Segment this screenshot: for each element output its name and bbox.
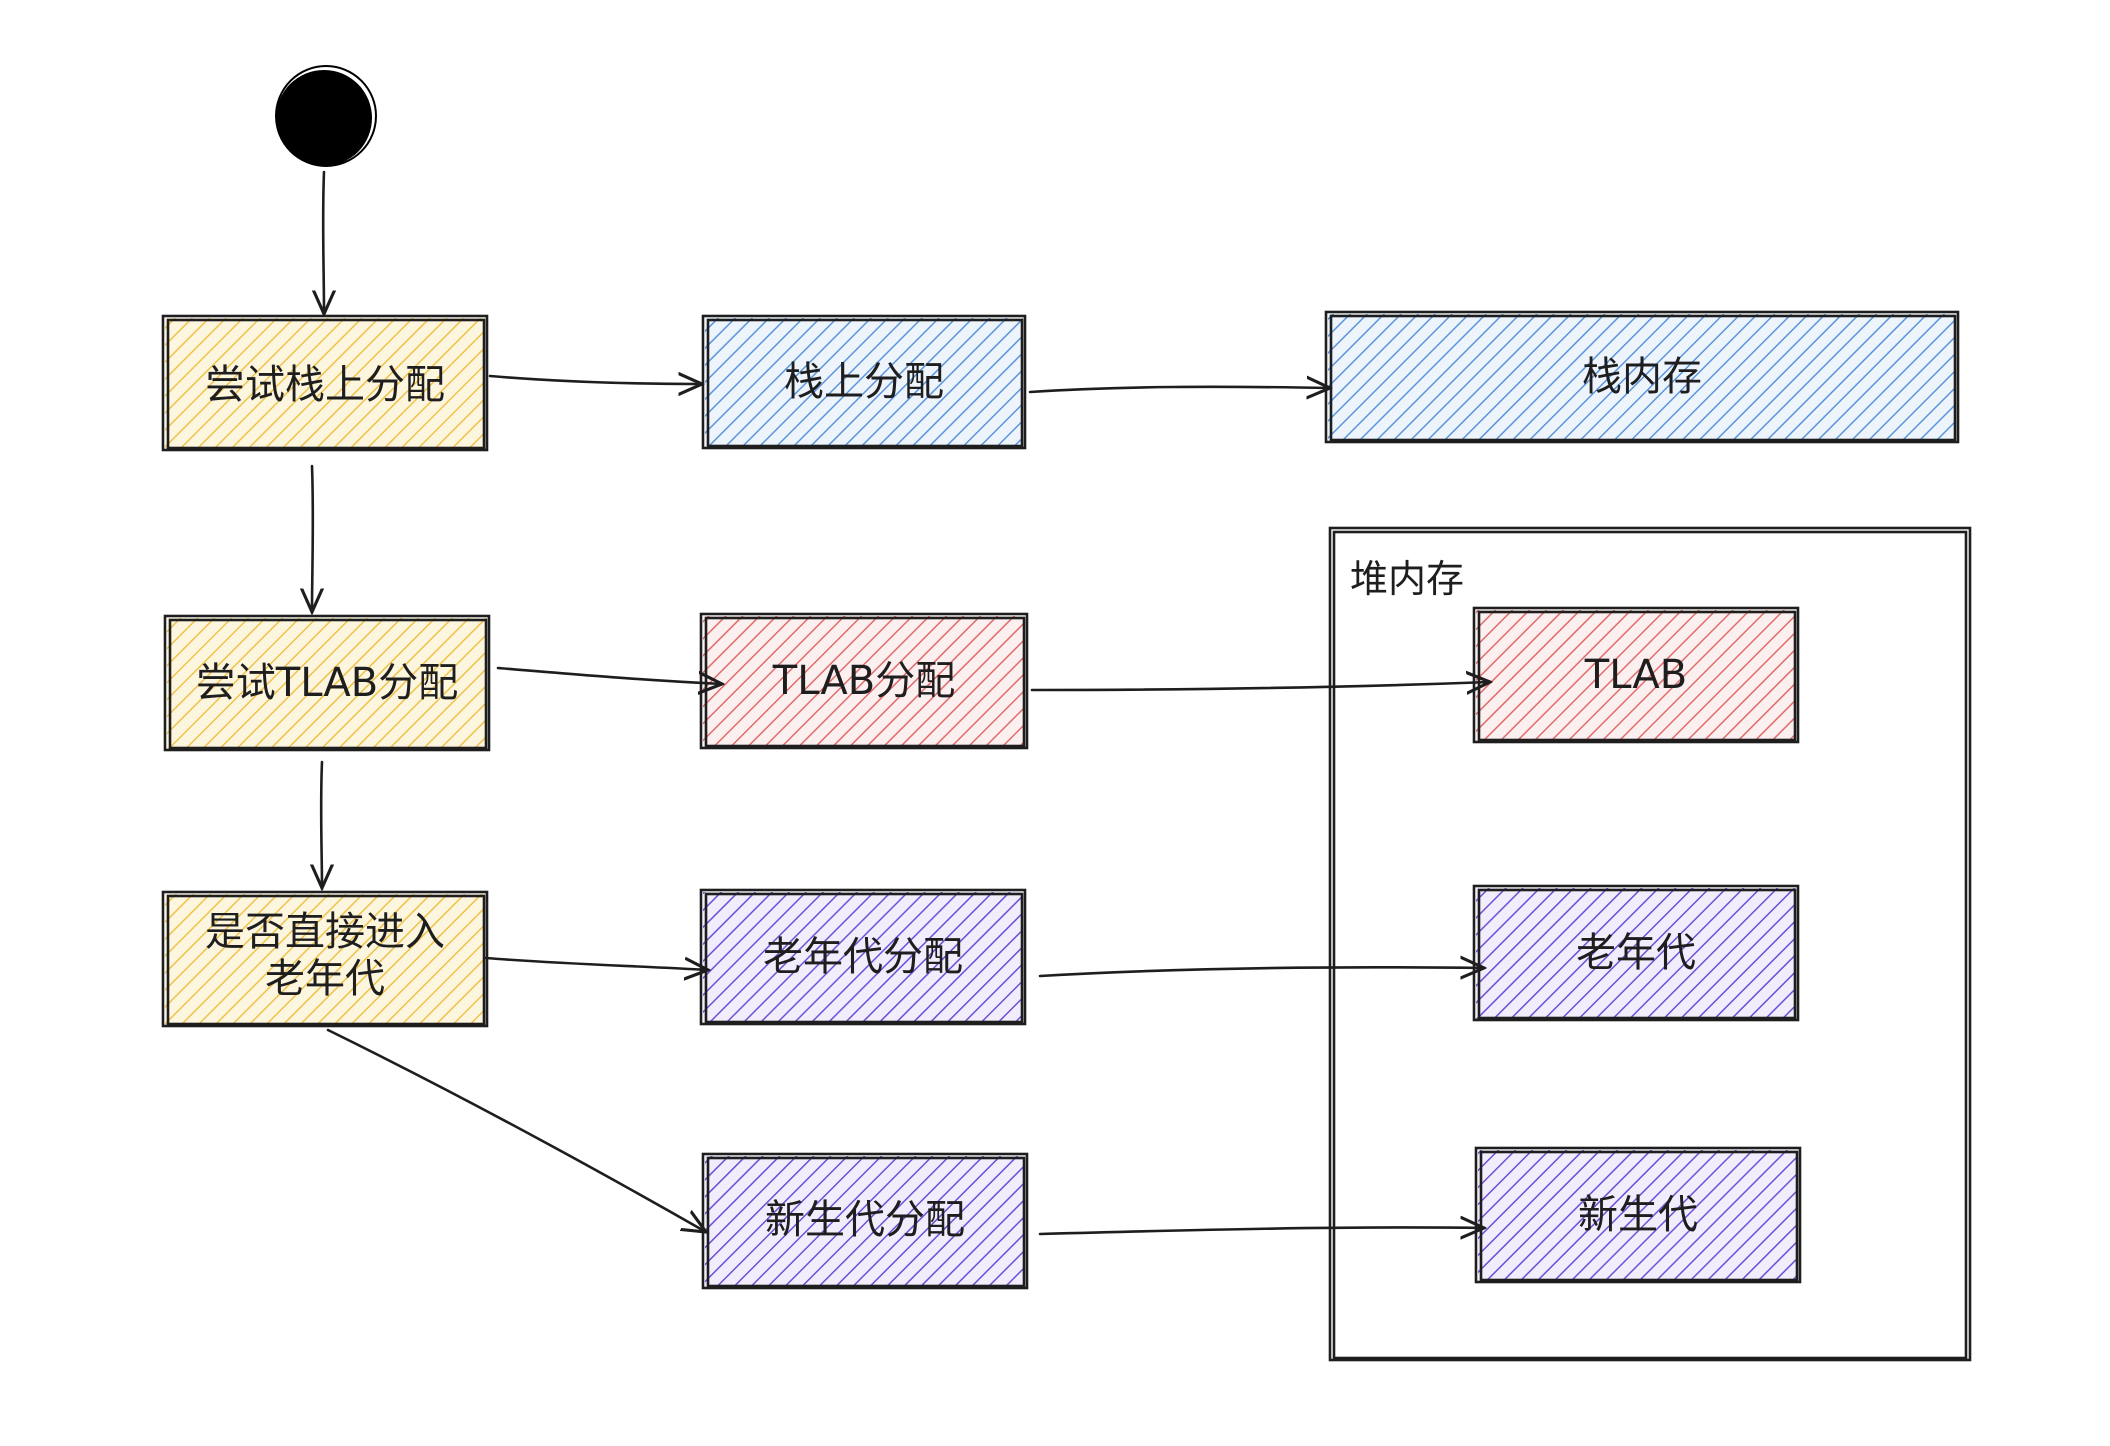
stack-alloc-label: 栈上分配 xyxy=(784,359,944,405)
try-tlab-node: 尝试TLAB分配 xyxy=(163,614,491,752)
edge-tlab-alloc-to-heap-tlab xyxy=(1030,682,1490,690)
direct-old-label-line2: 老年代 xyxy=(265,956,385,1002)
stack-alloc-node: 栈上分配 xyxy=(701,314,1027,450)
edge-direct-old-to-young-alloc xyxy=(326,1028,706,1232)
heap-memory-group: 堆内存 xyxy=(1328,526,1972,1362)
edge-young-alloc-to-heap-young xyxy=(1038,1227,1484,1234)
edge-old-alloc-to-heap-old xyxy=(1038,967,1484,976)
old-alloc-label: 老年代分配 xyxy=(763,934,963,980)
edge-try-tlab-to-tlab-alloc xyxy=(496,666,722,684)
edge-direct-old-to-old-alloc xyxy=(484,958,708,970)
try-stack-label: 尝试栈上分配 xyxy=(205,362,445,408)
start-node xyxy=(275,65,377,167)
heap-tlab-node: TLAB xyxy=(1472,606,1800,744)
heap-young-node: 新生代 xyxy=(1474,1146,1802,1284)
try-stack-node: 尝试栈上分配 xyxy=(161,314,489,452)
heap-old-label: 老年代 xyxy=(1576,930,1696,976)
try-tlab-label: 尝试TLAB分配 xyxy=(196,660,458,706)
young-alloc-node: 新生代分配 xyxy=(701,1152,1029,1290)
stack-memory-label: 栈内存 xyxy=(1582,354,1702,400)
heap-young-label: 新生代 xyxy=(1578,1192,1698,1238)
heap-memory-label: 堆内存 xyxy=(1350,557,1464,601)
tlab-alloc-node: TLAB分配 xyxy=(699,612,1029,750)
edge-start-to-try-stack xyxy=(323,170,324,314)
edge-try-stack-to-stack-alloc xyxy=(488,376,702,384)
direct-old-label-line1: 是否直接进入 xyxy=(205,909,445,955)
direct-old-node: 是否直接进入 老年代 xyxy=(161,890,489,1028)
young-alloc-label: 新生代分配 xyxy=(765,1197,965,1243)
edge-try-stack-to-try-tlab xyxy=(312,464,313,612)
edge-stack-alloc-to-stack-memory xyxy=(1028,387,1330,392)
stack-memory-node: 栈内存 xyxy=(1324,310,1960,444)
edge-try-tlab-to-direct-old xyxy=(321,760,322,888)
tlab-alloc-label: TLAB分配 xyxy=(772,658,955,704)
heap-old-node: 老年代 xyxy=(1472,884,1800,1022)
heap-tlab-label: TLAB xyxy=(1584,652,1687,698)
old-alloc-node: 老年代分配 xyxy=(699,888,1027,1026)
